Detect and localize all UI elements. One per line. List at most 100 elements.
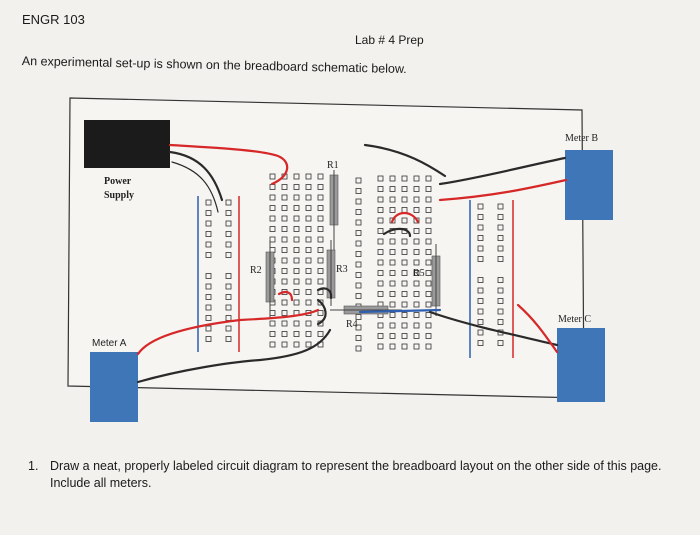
breadboard-hole: [413, 175, 420, 182]
breadboard-hole: [413, 186, 420, 192]
breadboard-hole: [269, 236, 276, 243]
breadboard-hole: [281, 236, 288, 243]
resistor-r1: [329, 170, 339, 250]
breadboard-hole: [425, 259, 432, 266]
wire-black-ps-left: [171, 161, 219, 213]
breadboard-hole: [425, 207, 432, 213]
breadboard-hole: [377, 270, 384, 276]
breadboard-hole: [205, 241, 212, 248]
breadboard-hole: [269, 205, 276, 211]
breadboard-hole: [281, 247, 288, 253]
breadboard-hole: [305, 226, 312, 232]
r3-label: R3: [336, 264, 348, 275]
breadboard-hole: [401, 301, 408, 308]
breadboard-hole: [497, 245, 504, 252]
breadboard-hole: [355, 251, 362, 257]
breadboard-hole: [293, 268, 300, 274]
breadboard-hole: [497, 340, 504, 346]
breadboard-hole: [225, 304, 232, 311]
breadboard-hole: [389, 175, 396, 182]
breadboard-hole: [413, 280, 420, 287]
breadboard-hole: [413, 322, 420, 329]
breadboard-hole: [355, 293, 362, 299]
breadboard-hole: [205, 294, 212, 300]
power-supply-box: [84, 120, 170, 168]
breadboard-hole: [477, 308, 484, 315]
breadboard-hole: [377, 333, 384, 339]
breadboard-hole: [389, 280, 396, 287]
breadboard-hole: [355, 272, 362, 278]
breadboard-hole: [355, 230, 362, 236]
breadboard-hole: [281, 194, 288, 201]
breadboard-hole: [293, 299, 300, 306]
r4-label: R4: [346, 319, 358, 330]
breadboard-hole: [497, 214, 504, 220]
breadboard-hole: [317, 184, 324, 190]
breadboard-hole: [281, 226, 288, 232]
breadboard-hole: [477, 340, 484, 346]
breadboard-hole: [305, 299, 312, 306]
breadboard-hole: [497, 298, 504, 304]
breadboard-hole: [377, 322, 384, 329]
breadboard-hole: [389, 270, 396, 276]
wire-blue-center: [358, 308, 442, 314]
wire-black-meter-a: [136, 328, 332, 384]
breadboard-hole: [425, 270, 432, 276]
breadboard-hole: [305, 268, 312, 274]
meter-b-label: Meter B: [565, 133, 598, 144]
breadboard-hole: [205, 273, 212, 279]
breadboard-hole: [269, 320, 276, 327]
breadboard-hole: [269, 215, 276, 222]
wire-black-r3: [316, 287, 333, 300]
breadboard-hole: [477, 287, 484, 294]
breadboard-hole: [293, 331, 300, 337]
breadboard-hole: [269, 341, 276, 348]
wire-black-ps-to-meter-a-top: [168, 150, 224, 202]
breadboard-hole: [317, 215, 324, 222]
breadboard-hole: [497, 224, 504, 231]
breadboard-hole: [401, 343, 408, 350]
breadboard-hole: [425, 175, 432, 182]
breadboard-hole: [225, 325, 232, 332]
breadboard-hole: [413, 259, 420, 266]
breadboard-hole: [305, 194, 312, 201]
breadboard-hole: [389, 186, 396, 192]
breadboard-hole: [477, 319, 484, 325]
breadboard-hole: [305, 257, 312, 264]
breadboard-hole: [305, 236, 312, 243]
breadboard-hole: [317, 194, 324, 201]
breadboard-hole: [497, 308, 504, 315]
breadboard-hole: [425, 217, 432, 224]
resistor-r2: [265, 240, 275, 318]
breadboard-hole: [355, 209, 362, 215]
breadboard-hole: [305, 184, 312, 190]
breadboard-hole: [225, 252, 232, 258]
breadboard-hole: [225, 210, 232, 216]
breadboard-hole: [355, 198, 362, 205]
breadboard-hole: [425, 186, 432, 192]
breadboard-hole: [401, 312, 408, 318]
wire-red-mid: [390, 211, 420, 224]
breadboard-hole: [425, 301, 432, 308]
breadboard-hole: [205, 199, 212, 206]
breadboard-hole: [225, 336, 232, 342]
breadboard-hole: [305, 205, 312, 211]
breadboard-hole: [377, 259, 384, 266]
breadboard-hole: [317, 299, 324, 306]
breadboard-hole: [413, 312, 420, 318]
breadboard-hole: [401, 186, 408, 192]
breadboard-hole: [477, 298, 484, 304]
breadboard-hole: [205, 336, 212, 342]
breadboard-hole: [293, 226, 300, 232]
breadboard-hole: [205, 220, 212, 227]
breadboard-hole: [355, 314, 362, 320]
breadboard-hole: [305, 247, 312, 253]
breadboard-hole: [477, 245, 484, 252]
breadboard-hole: [477, 256, 484, 262]
wire-red-to-meter-c: [516, 303, 559, 354]
breadboard-hole: [377, 343, 384, 350]
breadboard-hole: [497, 277, 504, 283]
breadboard-hole: [269, 226, 276, 232]
meter-a-label: Meter A: [92, 338, 127, 349]
breadboard-hole: [317, 247, 324, 253]
